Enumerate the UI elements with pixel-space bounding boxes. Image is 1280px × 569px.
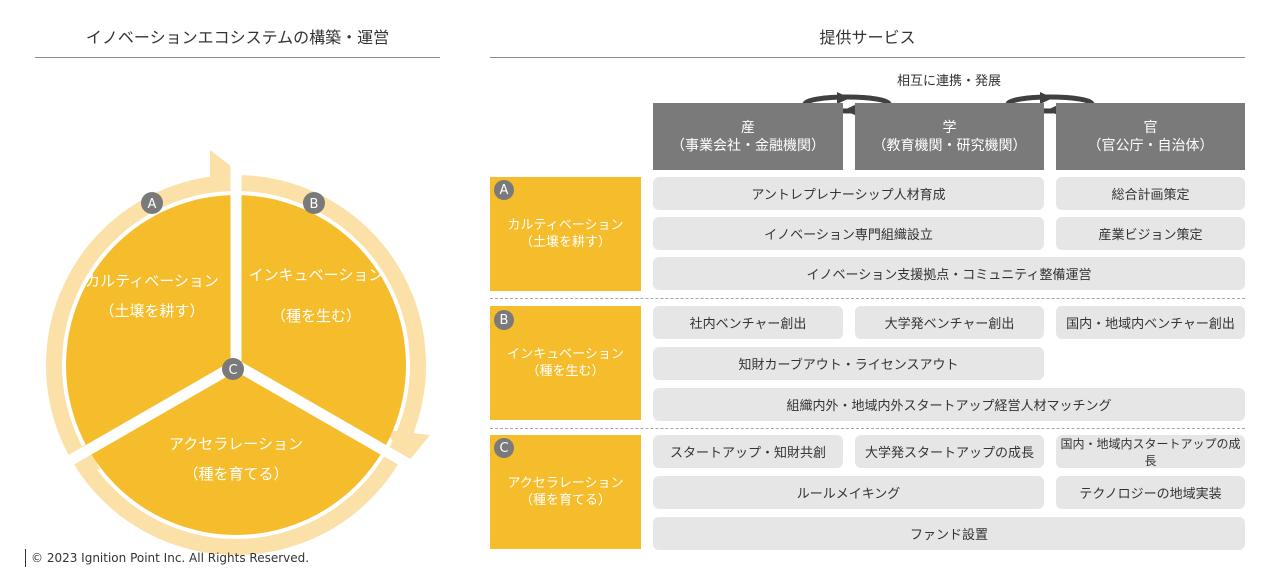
header-government-name: 官 xyxy=(1143,119,1158,136)
service-item: 総合計画策定 xyxy=(1056,177,1245,210)
service-item: 社内ベンチャー創出 xyxy=(653,306,843,339)
segment-a-line1: カルティベーション xyxy=(85,272,219,290)
badge-c: C xyxy=(228,363,237,378)
segment-c-line1: アクセラレーション xyxy=(169,435,303,453)
row-b-line2: （種を生む） xyxy=(526,364,605,379)
row-b-line1: インキュベーション xyxy=(507,347,624,362)
row-a-line1: カルティベーション xyxy=(507,218,624,233)
header-industry-name: 産 xyxy=(741,119,755,136)
separator-left xyxy=(47,360,239,477)
service-item: テクノロジーの地域実装 xyxy=(1056,476,1245,509)
row-a-badge: A xyxy=(494,180,514,200)
service-item: 組織内外・地域内外スタートアップ経営人材マッチング xyxy=(653,388,1245,421)
row-divider xyxy=(490,298,1245,299)
copyright-bar xyxy=(25,549,26,567)
copyright: © 2023 Ignition Point Inc. All Rights Re… xyxy=(31,551,310,565)
badge-c-icon xyxy=(222,358,244,380)
separator-right xyxy=(233,360,425,477)
row-a-line2: （土壌を耕す） xyxy=(519,235,611,250)
service-item: 産業ビジョン策定 xyxy=(1056,217,1245,250)
service-item: ルールメイキング xyxy=(653,476,1044,509)
row-b-category: インキュベーション （種を生む） xyxy=(490,306,641,420)
badge-b-icon xyxy=(303,192,325,214)
service-item: アントレプレナーシップ人材育成 xyxy=(653,177,1044,210)
arrowhead-icon xyxy=(385,430,430,462)
arrowhead-icon xyxy=(210,150,236,190)
row-divider xyxy=(490,428,1245,429)
cycle-diagram: A B C カルティベーション （土壌を耕す） インキュベーション （種を生む）… xyxy=(46,150,430,555)
service-item: 大学発ベンチャー創出 xyxy=(855,306,1044,339)
header-academia-sub: （教育機関・研究機関） xyxy=(872,137,1027,154)
service-item: 国内・地域内ベンチャー創出 xyxy=(1056,306,1245,339)
mutual-label: 相互に連携・発展 xyxy=(896,74,1001,89)
service-item: イノベーション支援拠点・コミュニティ整備運営 xyxy=(653,257,1245,290)
badge-b: B xyxy=(310,197,319,212)
service-item: イノベーション専門組織設立 xyxy=(653,217,1044,250)
header-academia: 学 （教育機関・研究機関） xyxy=(855,103,1044,170)
service-item: スタートアップ・知財共創 xyxy=(653,435,843,468)
row-b-badge: B xyxy=(494,310,514,330)
row-a-category: カルティベーション （土壌を耕す） xyxy=(490,177,641,291)
header-academia-name: 学 xyxy=(942,119,957,136)
row-c-badge: C xyxy=(494,438,514,458)
header-government: 官 （官公庁・自治体） xyxy=(1056,103,1245,170)
segment-b-line2: （種を生む） xyxy=(271,307,361,325)
segment-a-line2: （土壌を耕す） xyxy=(99,302,204,320)
segment-b-line1: インキュベーション xyxy=(249,266,384,284)
segment-c-line2: （種を育てる） xyxy=(183,465,288,483)
badge-a-icon xyxy=(141,192,163,214)
header-industry: 産 （事業会社・金融機関） xyxy=(653,103,843,170)
row-c-line2: （種を育てる） xyxy=(519,493,611,508)
left-title: イノベーションエコシステムの構築・運営 xyxy=(85,28,390,47)
service-item: 知財カーブアウト・ライセンスアウト xyxy=(653,347,1044,380)
row-c-line1: アクセラレーション xyxy=(507,476,624,491)
service-item: 国内・地域内スタートアップの成長 xyxy=(1056,435,1245,468)
right-title: 提供サービス xyxy=(819,28,916,47)
header-industry-sub: （事業会社・金融機関） xyxy=(671,137,825,154)
badge-a: A xyxy=(148,197,157,212)
service-item: 大学発スタートアップの成長 xyxy=(855,435,1044,468)
row-c-category: アクセラレーション （種を育てる） xyxy=(490,435,641,549)
right-title-rule xyxy=(490,57,1245,58)
service-item: ファンド設置 xyxy=(653,517,1245,550)
left-title-rule xyxy=(35,57,440,58)
header-government-sub: （官公庁・自治体） xyxy=(1087,137,1214,154)
